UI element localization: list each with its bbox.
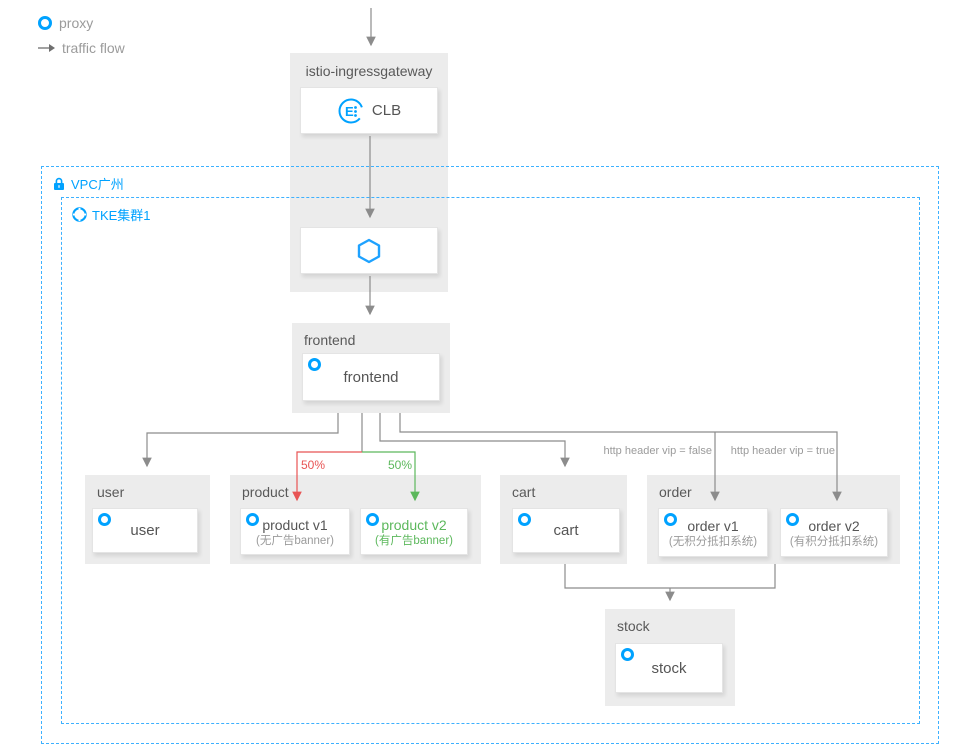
order-v1-name: order v1	[687, 518, 739, 534]
user-pod-label: user	[130, 522, 160, 539]
vpc-label-row: VPC广州	[52, 174, 124, 193]
proxy-icon	[308, 358, 321, 371]
vpc-boundary: VPC广州	[41, 166, 939, 744]
legend-proxy-row: proxy	[38, 10, 125, 35]
order-v1-pod: order v1 (无积分抵扣系统)	[658, 508, 768, 557]
frontend-title: frontend	[304, 332, 356, 348]
cart-pod: cart	[512, 508, 620, 553]
traffic-flow-arrow-icon	[38, 43, 55, 52]
product-title: product	[242, 484, 289, 500]
svg-text:E: E	[345, 104, 354, 119]
node-cart: cart cart	[500, 475, 627, 564]
legend-traffic-row: traffic flow	[38, 35, 125, 60]
vip-true-label: http header vip = true	[730, 445, 835, 457]
product-v2-name: product v2	[381, 517, 447, 533]
ingressgateway-title: istio-ingressgateway	[305, 63, 433, 79]
stock-title: stock	[617, 618, 650, 634]
tke-label: TKE集群1	[92, 208, 151, 223]
proxy-icon	[664, 513, 677, 526]
legend-proxy-label: proxy	[59, 14, 94, 31]
edge-frontend-user	[142, 413, 339, 468]
stock-pod-label: stock	[651, 659, 687, 677]
legend-traffic-label: traffic flow	[62, 39, 125, 56]
split-50-red-label: 50%	[301, 458, 326, 472]
tke-label-row: TKE集群1	[72, 205, 151, 224]
proxy-icon	[38, 15, 52, 30]
order-v2-name: order v2	[808, 518, 860, 534]
proxy-icon	[366, 513, 379, 526]
node-istio-ingressgateway: istio-ingressgateway E CLB	[290, 53, 448, 292]
proxy-icon	[246, 513, 259, 526]
clb-label: CLB	[371, 102, 402, 119]
edge-cart-order-join	[564, 564, 776, 589]
proxy-icon	[98, 513, 111, 526]
proxy-icon	[621, 648, 634, 661]
order-v1-subtitle: (无积分抵扣系统)	[668, 536, 758, 548]
clb-icon: E	[338, 98, 364, 123]
clb-pod: E CLB	[300, 87, 438, 134]
hexagon-icon	[357, 238, 381, 263]
order-title: order	[659, 484, 692, 500]
node-order: order order v1 (无积分抵扣系统) order v2 (有积分抵扣…	[647, 475, 900, 564]
frontend-pod-label: frontend	[343, 368, 399, 386]
frontend-pod: frontend	[302, 353, 440, 401]
edge-frontend-cart	[379, 413, 570, 468]
tke-cluster-icon	[72, 207, 87, 222]
order-v2-pod: order v2 (有积分抵扣系统)	[780, 508, 888, 557]
order-v2-subtitle: (有积分抵扣系统)	[789, 536, 879, 548]
product-v2-pod: product v2 (有广告banner)	[360, 508, 468, 555]
node-frontend: frontend frontend	[292, 323, 450, 413]
product-v1-subtitle: (无广告banner)	[256, 535, 334, 547]
split-50-green-label: 50%	[388, 458, 413, 472]
proxy-icon	[786, 513, 799, 526]
product-v2-subtitle: (有广告banner)	[375, 535, 453, 547]
product-v1-name: product v1	[262, 517, 328, 533]
lock-icon	[54, 177, 64, 190]
vip-false-label: http header vip = false	[603, 445, 712, 457]
node-stock: stock stock	[605, 609, 735, 706]
cart-title: cart	[512, 484, 536, 500]
stock-pod: stock	[615, 643, 723, 693]
tke-cluster-boundary: TKE集群1	[61, 197, 920, 724]
user-title: user	[97, 484, 125, 500]
node-product: product product v1 (无广告banner) product v…	[230, 475, 481, 564]
vpc-label: VPC广州	[71, 177, 124, 192]
product-v1-pod: product v1 (无广告banner)	[240, 508, 350, 555]
cart-pod-label: cart	[553, 522, 579, 539]
proxy-icon	[518, 513, 531, 526]
node-user: user user	[85, 475, 210, 564]
legend: proxy traffic flow	[38, 10, 125, 60]
istio-gateway-pod	[300, 227, 438, 274]
user-pod: user	[92, 508, 198, 553]
